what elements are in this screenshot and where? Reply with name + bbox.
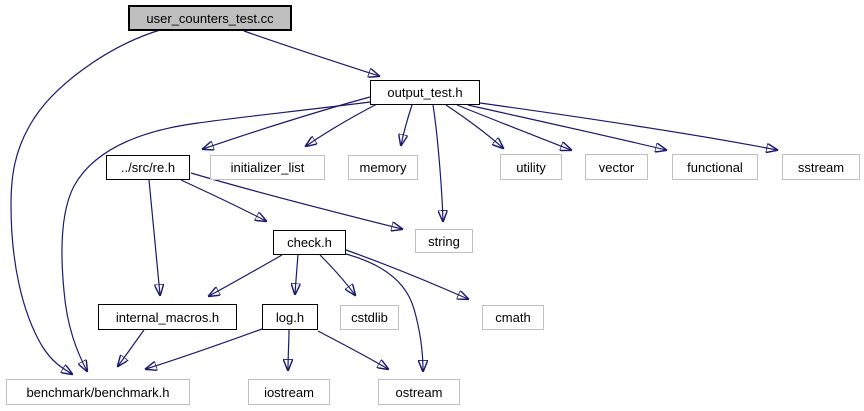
node-check[interactable]: check.h xyxy=(273,230,346,255)
edge-check-to-ostream xyxy=(345,253,423,371)
edge-output_test-to-src_re xyxy=(203,96,371,149)
edge-check-to-cmath xyxy=(345,249,468,299)
node-internal_macros[interactable]: internal_macros.h xyxy=(98,304,237,330)
edge-output_test-to-sstream xyxy=(479,102,777,150)
edge-internal_macros-to-benchmark_benchmark xyxy=(118,329,145,366)
node-sstream: sstream xyxy=(782,154,860,180)
node-memory: memory xyxy=(348,155,418,180)
node-cmath: cmath xyxy=(482,305,544,330)
node-benchmark_benchmark: benchmark/benchmark.h xyxy=(6,379,190,405)
edge-src_re-to-internal_macros xyxy=(148,179,160,295)
node-output_test[interactable]: output_test.h xyxy=(370,80,480,105)
edge-output_test-to-initializer_list xyxy=(306,103,378,146)
node-initializer_list: initializer_list xyxy=(210,155,325,180)
edge-output_test-to-utility xyxy=(445,104,503,148)
edge-log-to-iostream xyxy=(288,329,289,370)
node-ostream: ostream xyxy=(378,379,460,405)
edge-log-to-benchmark_benchmark xyxy=(146,328,263,369)
edge-user_counters_test-to-output_test xyxy=(243,30,379,76)
node-cstdlib: cstdlib xyxy=(340,305,399,330)
edge-output_test-to-memory xyxy=(401,104,413,145)
node-src_re[interactable]: ../src/re.h xyxy=(106,155,190,180)
edge-output_test-to-functional xyxy=(467,104,666,150)
node-log[interactable]: log.h xyxy=(262,304,318,330)
edge-check-to-log xyxy=(295,254,298,294)
edge-output_test-to-vector xyxy=(456,104,571,150)
edge-output_test-to-string xyxy=(432,104,443,221)
node-user_counters_test: user_counters_test.cc xyxy=(128,5,292,31)
node-string: string xyxy=(415,229,473,253)
node-functional: functional xyxy=(672,154,758,180)
edge-src_re-to-check xyxy=(180,179,266,221)
edge-src_re-to-string xyxy=(190,172,402,229)
edge-check-to-cstdlib xyxy=(319,254,355,295)
node-iostream: iostream xyxy=(248,379,330,405)
edge-log-to-ostream xyxy=(317,330,388,369)
edge-check-to-internal_macros xyxy=(209,254,283,296)
node-utility: utility xyxy=(500,154,562,180)
node-vector: vector xyxy=(585,154,648,180)
edge-user_counters_test-to-benchmark_benchmark xyxy=(10,29,161,374)
edge-output_test-to-benchmark_benchmark xyxy=(61,101,371,371)
